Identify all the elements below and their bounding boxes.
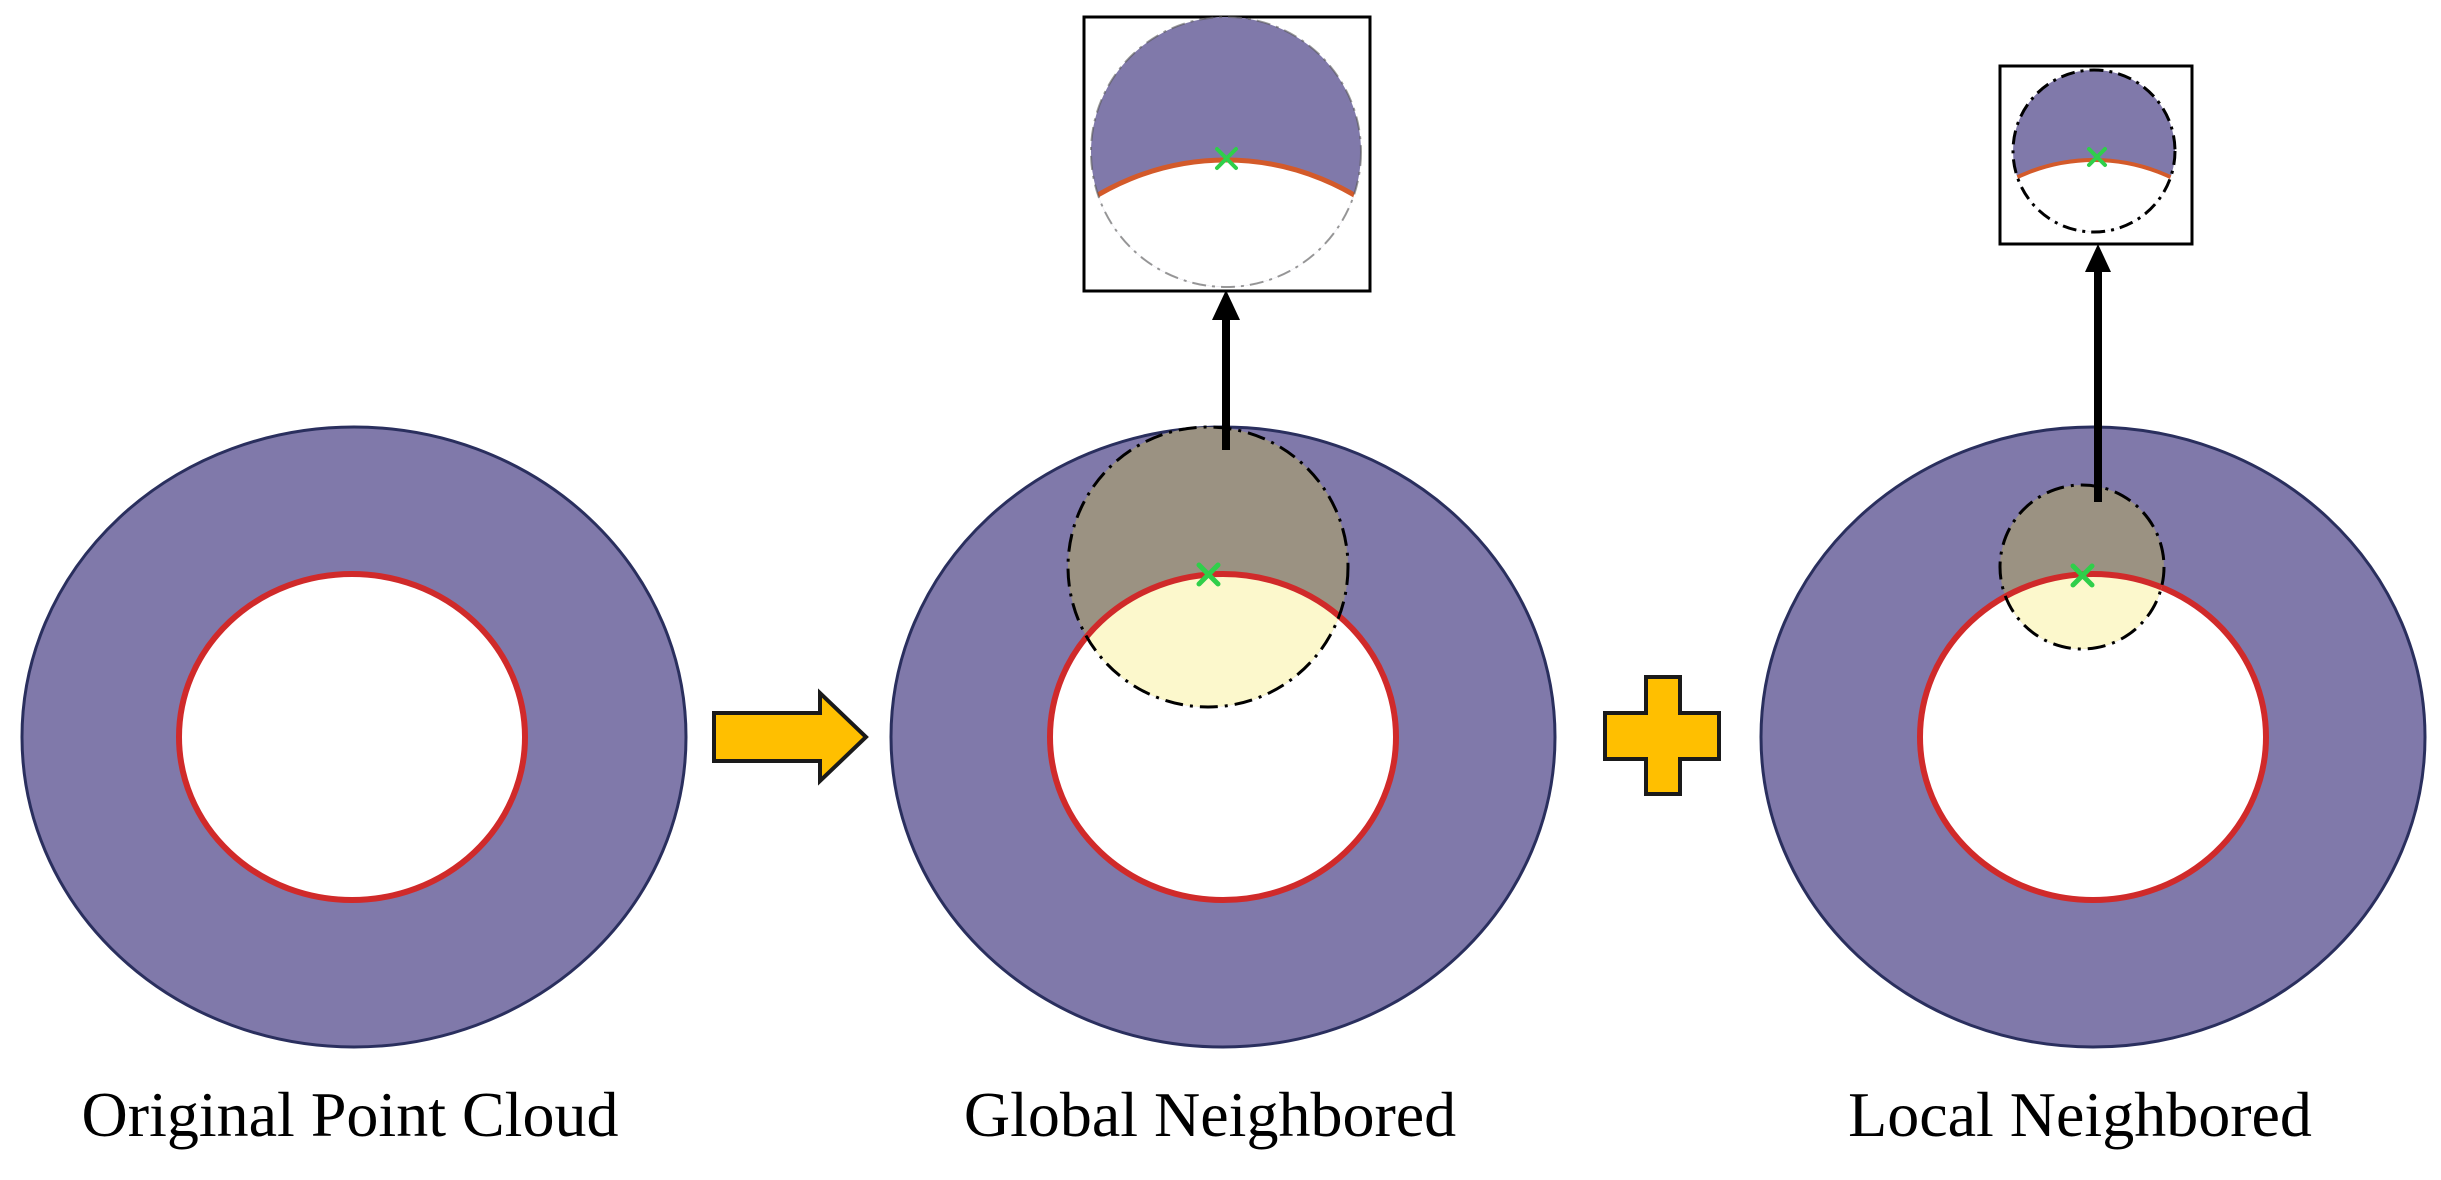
caption-global-neighbored: Global Neighbored — [963, 1079, 1457, 1150]
inset-arrow — [1212, 290, 1240, 450]
global-neighborhood — [1066, 425, 1350, 709]
center-cross-marker — [1215, 147, 1238, 170]
neighborhood-outline — [1066, 425, 1350, 709]
inner-hole — [176, 571, 528, 903]
panel-original-point-cloud — [20, 425, 688, 1049]
caption-local-neighbored: Local Neighbored — [1848, 1079, 2312, 1150]
right-arrow-icon — [712, 688, 869, 786]
center-cross-marker — [1196, 562, 1221, 587]
global-inset-zoom — [1082, 15, 1372, 293]
center-cross-marker — [2070, 563, 2095, 588]
panel-local-neighbored — [1759, 64, 2427, 1049]
inset-arrow — [2085, 244, 2111, 502]
caption-original-point-cloud: Original Point Cloud — [81, 1079, 619, 1150]
plus-sign-icon — [1603, 675, 1721, 796]
panel-global-neighbored — [889, 15, 1557, 1049]
local-neighborhood — [1998, 483, 2166, 651]
center-cross-marker — [2087, 147, 2107, 167]
neighborhood-outline — [1998, 483, 2166, 651]
local-inset-zoom — [1998, 64, 2194, 246]
